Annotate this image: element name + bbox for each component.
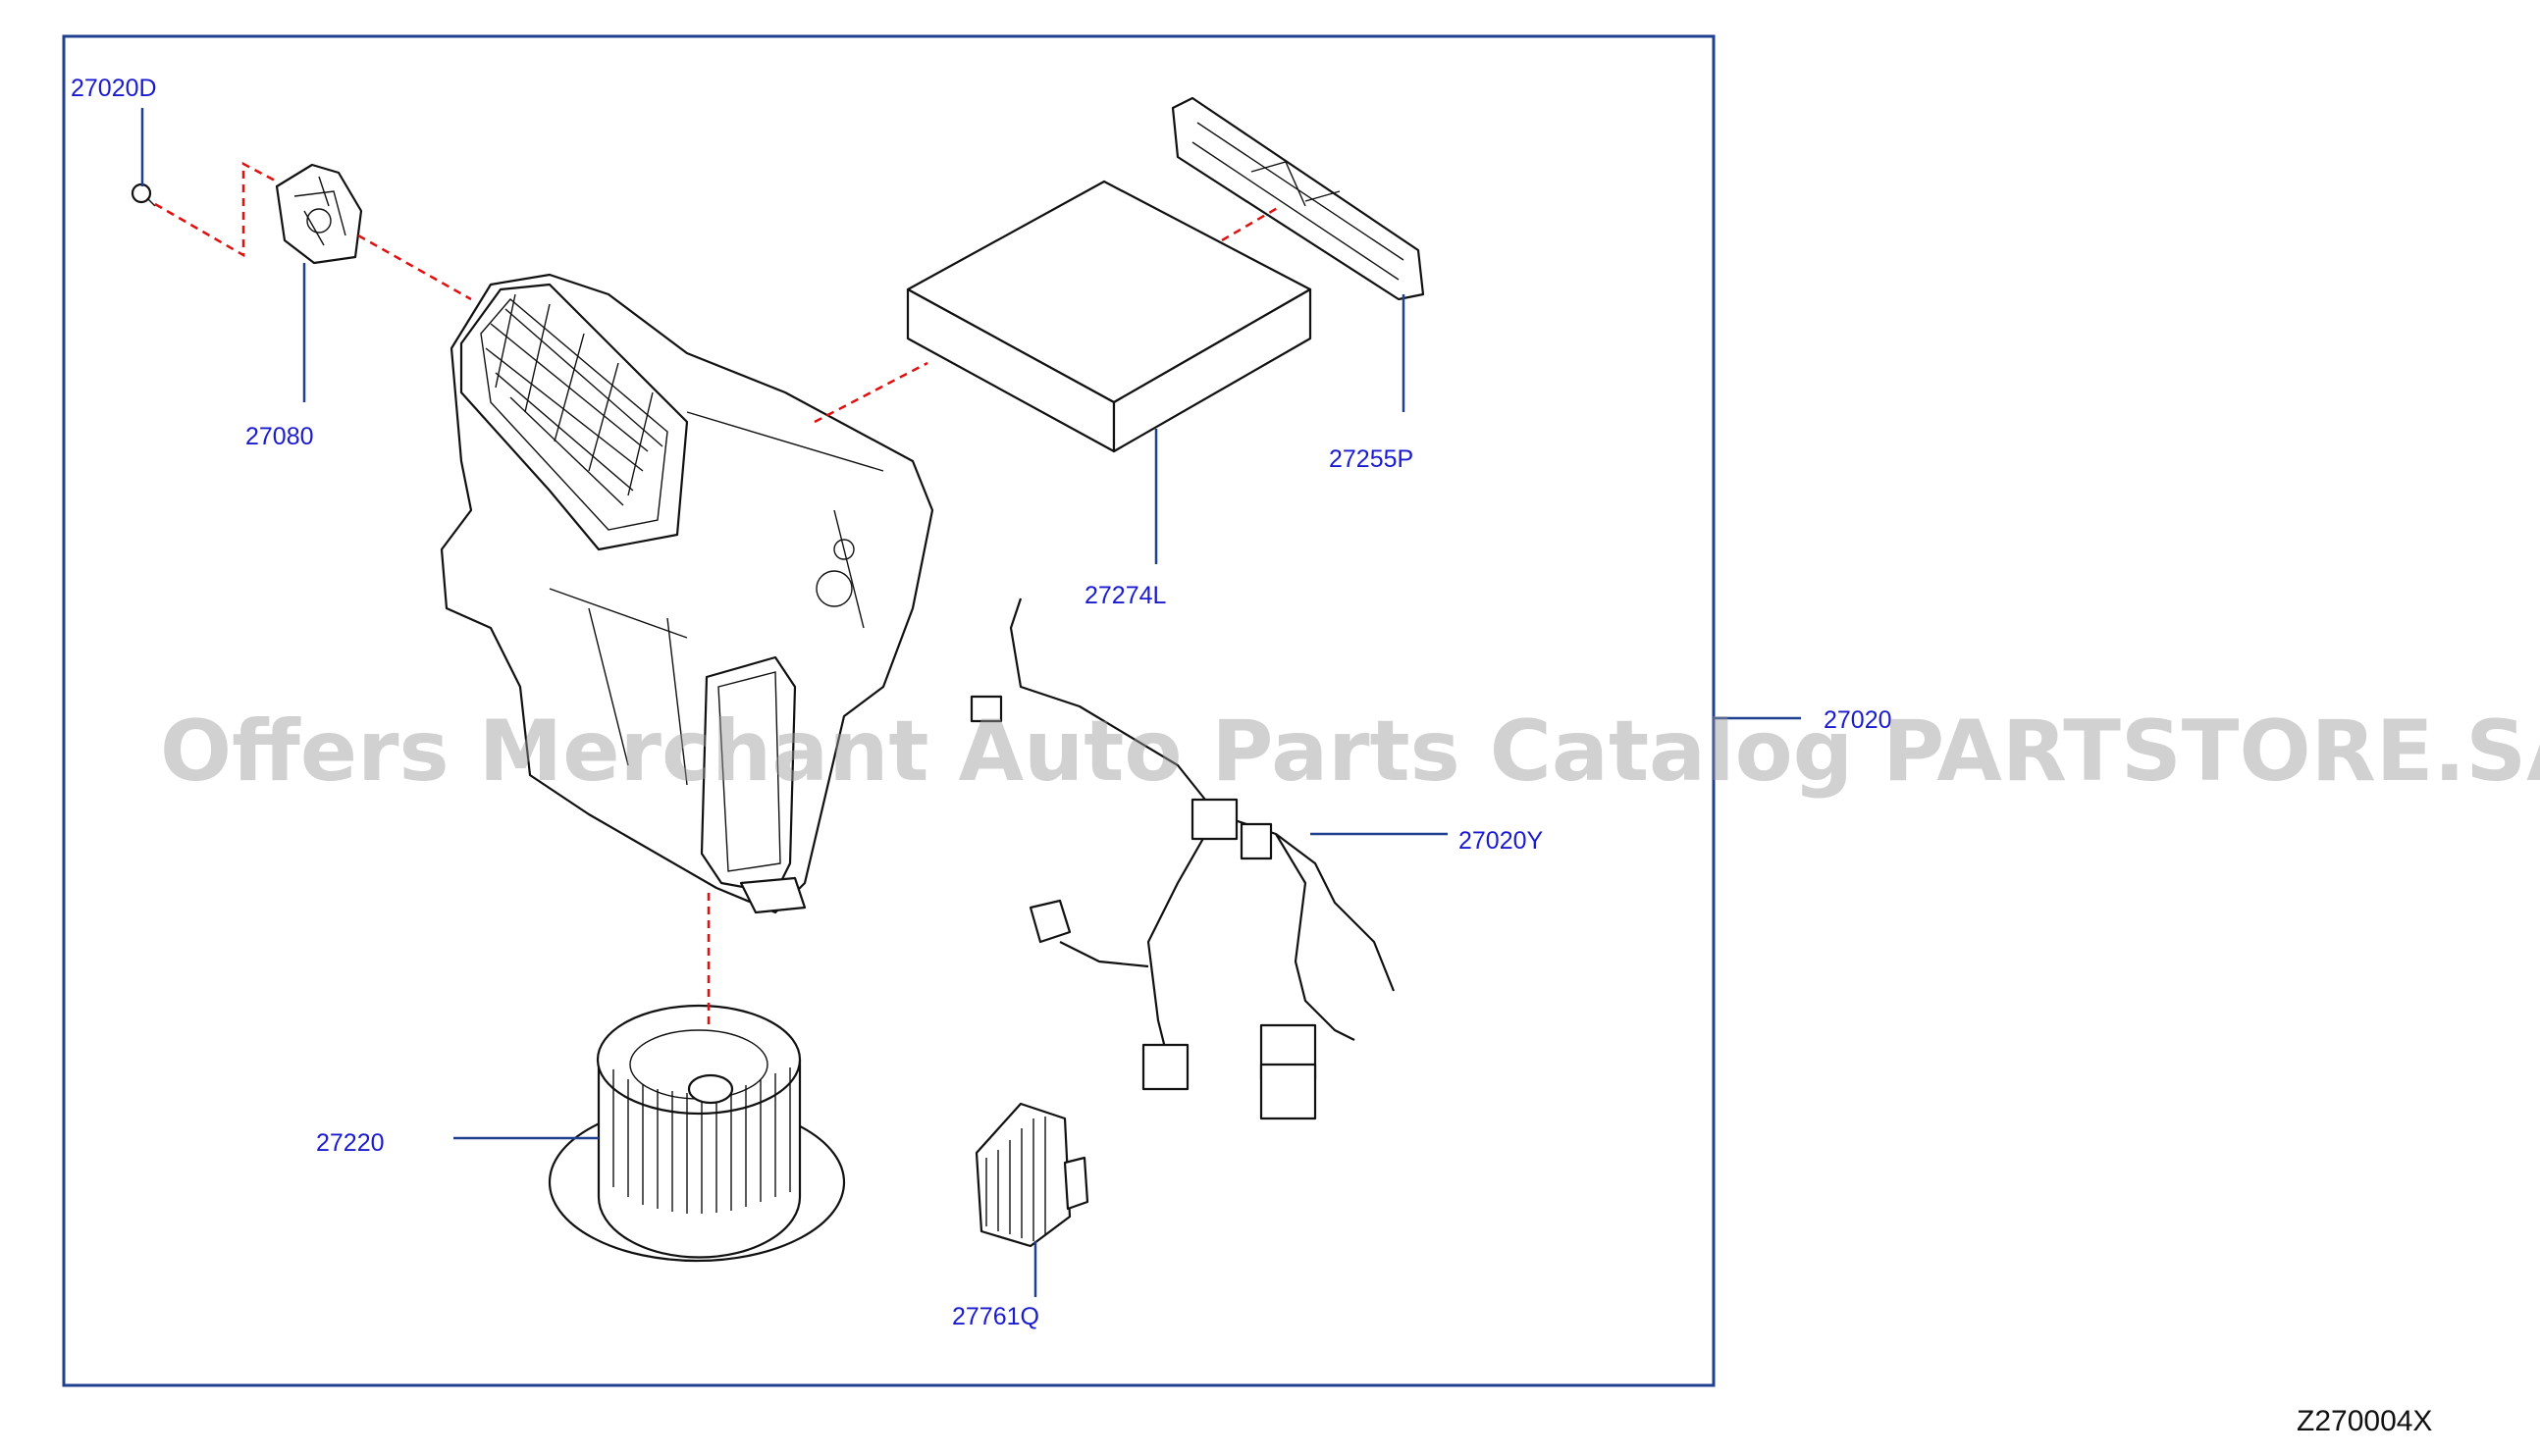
- callout-27220[interactable]: 27220: [316, 1129, 385, 1157]
- callout-27080[interactable]: 27080: [245, 423, 314, 450]
- filter-cover-27255p-drawing: [1171, 96, 1425, 301]
- resistor-27761q-drawing: [975, 1102, 1089, 1248]
- blower-motor-27220-drawing: [548, 1004, 846, 1263]
- blower-housing-drawing: [440, 273, 934, 914]
- air-filter-27274l-drawing: [906, 180, 1312, 453]
- callout-27761q[interactable]: 27761Q: [952, 1303, 1039, 1330]
- watermark-text: Offers Merchant Auto Parts Catalog PARTS…: [160, 702, 2540, 801]
- wiring-harness-27020y-drawing: [970, 598, 1396, 1120]
- callout-27020[interactable]: 27020: [1824, 706, 1892, 734]
- actuator-27080-drawing: [275, 163, 363, 265]
- callout-27020y[interactable]: 27020Y: [1458, 827, 1544, 855]
- assembly-link-filter-cover: [1221, 204, 1282, 242]
- screw-27020d-drawing: [131, 182, 156, 207]
- callout-27255p[interactable]: 27255P: [1329, 445, 1413, 473]
- callout-27020d[interactable]: 27020D: [71, 75, 157, 102]
- assembly-link-actuator-housing: [357, 234, 472, 301]
- assembly-link-screw-actuator: [154, 161, 278, 258]
- diagram-code: Z270004X: [2297, 1405, 2432, 1437]
- assembly-frame: [62, 34, 1716, 1387]
- assembly-link-housing-filter: [814, 361, 928, 424]
- callout-27274l[interactable]: 27274L: [1085, 582, 1167, 609]
